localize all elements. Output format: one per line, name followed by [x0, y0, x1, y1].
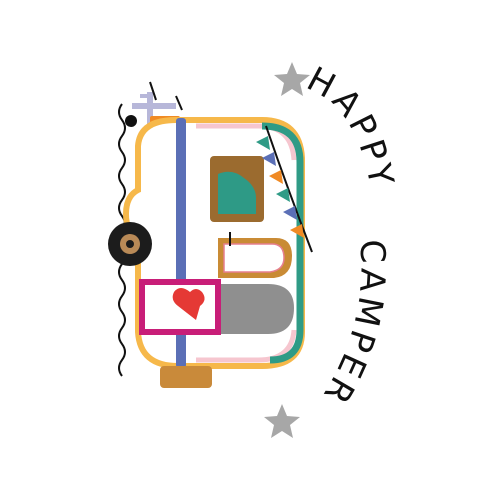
- bunting-flag: [262, 152, 276, 166]
- headline-happy: HAPPY: [300, 59, 401, 193]
- headline-camper: CAMPER: [313, 239, 392, 414]
- star-icon: [274, 62, 310, 96]
- camper-trailer-icon: [108, 117, 313, 388]
- bunting-flag: [269, 170, 283, 184]
- bunting-flag: [276, 188, 290, 202]
- bunting-flag: [256, 136, 270, 150]
- star-icon: [264, 404, 300, 438]
- bunting-flag: [290, 224, 304, 238]
- bunting-flag: [283, 206, 297, 220]
- heart-icon: [172, 288, 205, 320]
